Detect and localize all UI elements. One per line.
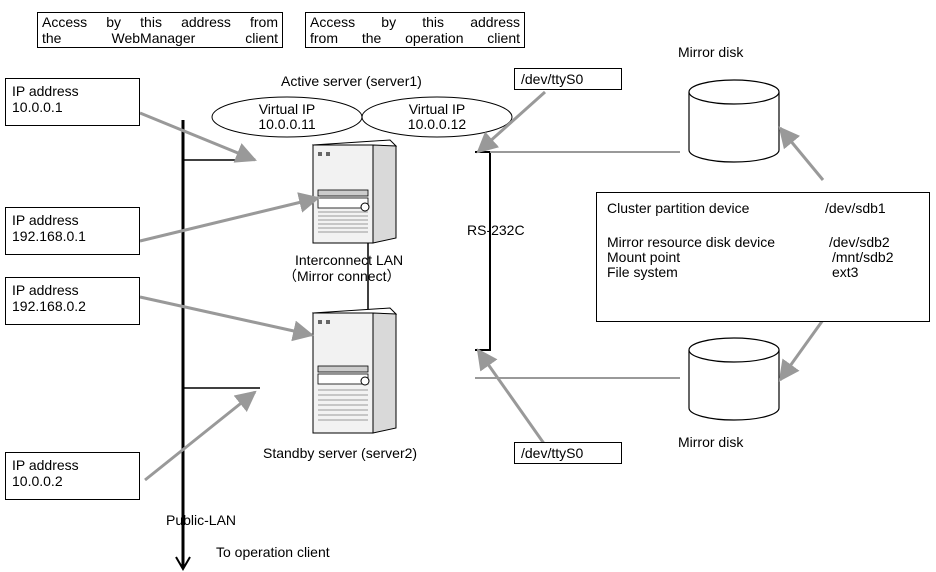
note-webmanager-line-2: the WebManager client bbox=[42, 30, 278, 46]
ip-box-label: IP address bbox=[12, 282, 79, 298]
note-webmanager: Access by this address from the WebManag… bbox=[37, 12, 283, 48]
file-system-value: ext3 bbox=[832, 264, 859, 280]
active-server-graphic bbox=[311, 139, 398, 244]
tty-top-label: /dev/ttyS0 bbox=[521, 71, 584, 87]
mount-point-row: Mount point /mnt/sdb2 bbox=[607, 250, 919, 265]
tty-box-top: /dev/ttyS0 bbox=[514, 68, 622, 90]
interconnect-label: Interconnect LAN bbox=[295, 252, 404, 268]
public-lan-label: Public-LAN bbox=[166, 512, 237, 528]
virtual-ip-1-address: 10.0.0.11 bbox=[258, 116, 316, 132]
note-webmanager-line-1: Access by this address from bbox=[42, 14, 278, 30]
file-system-row: File system ext3 bbox=[607, 265, 919, 280]
standby-server-label: Standby server (server2) bbox=[263, 445, 418, 461]
mirror-disk-bottom-label: Mirror disk bbox=[678, 434, 744, 450]
ip-box-address: 192.168.0.2 bbox=[12, 298, 86, 314]
virtual-ip-2-label: Virtual IP bbox=[408, 101, 466, 117]
rs232c-label: RS-232C bbox=[467, 222, 525, 238]
mount-point-key: Mount point bbox=[607, 249, 681, 265]
virtual-ip-ellipse-2 bbox=[361, 96, 513, 138]
ip-box-address: 10.0.0.1 bbox=[12, 99, 63, 115]
cluster-partition-value: /dev/sdb1 bbox=[825, 200, 886, 216]
mirror-resource-row: Mirror resource disk device /dev/sdb2 bbox=[607, 235, 919, 250]
rs232c-bracket bbox=[475, 151, 491, 351]
mirror-disk-top-graphic bbox=[688, 79, 780, 163]
ip-box-label: IP address bbox=[12, 212, 79, 228]
cluster-partition-key: Cluster partition device bbox=[607, 200, 750, 216]
ip-box-10-0-0-2: IP address 10.0.0.2 bbox=[5, 452, 140, 500]
mirror-resource-key: Mirror resource disk device bbox=[607, 234, 776, 250]
virtual-ip-2: Virtual IP 10.0.0.12 bbox=[372, 102, 502, 132]
note-operation-line-2: from the operation client bbox=[310, 30, 520, 46]
note-operation-line-1: Access by this address bbox=[310, 14, 520, 30]
ip-box-label: IP address bbox=[12, 457, 79, 473]
connector-arrows bbox=[139, 90, 825, 482]
mount-point-value: /mnt/sdb2 bbox=[832, 249, 894, 265]
ip-box-10-0-0-1: IP address 10.0.0.1 bbox=[5, 78, 140, 126]
mirror-disk-bottom-graphic bbox=[688, 337, 780, 421]
file-system-key: File system bbox=[607, 264, 678, 280]
ip-box-label: IP address bbox=[12, 83, 79, 99]
ip-box-192-168-0-1: IP address 192.168.0.1 bbox=[5, 207, 140, 255]
mirror-connect-label: （Mirror connect） bbox=[283, 268, 401, 284]
virtual-ip-1-label: Virtual IP bbox=[258, 101, 316, 117]
virtual-ip-1: Virtual IP 10.0.0.11 bbox=[222, 102, 352, 132]
public-lan-line bbox=[175, 120, 260, 571]
ip-box-address: 192.168.0.1 bbox=[12, 228, 86, 244]
tty-box-bottom: /dev/ttyS0 bbox=[514, 442, 622, 464]
active-server-label: Active server (server1) bbox=[281, 73, 422, 89]
ip-box-address: 10.0.0.2 bbox=[12, 473, 63, 489]
cluster-partition-row: Cluster partition device /dev/sdb1 bbox=[607, 201, 919, 216]
ip-box-192-168-0-2: IP address 192.168.0.2 bbox=[5, 277, 140, 325]
note-operation: Access by this address from the operatio… bbox=[305, 12, 525, 48]
standby-server-graphic bbox=[311, 307, 398, 434]
mirror-disk-top-label: Mirror disk bbox=[678, 44, 744, 60]
to-operation-client-label: To operation client bbox=[216, 544, 330, 560]
mirror-config-panel: Cluster partition device /dev/sdb1 Mirro… bbox=[596, 192, 930, 322]
virtual-ip-2-address: 10.0.0.12 bbox=[407, 116, 467, 132]
mirror-resource-value: /dev/sdb2 bbox=[829, 234, 890, 250]
tty-bottom-label: /dev/ttyS0 bbox=[521, 445, 584, 461]
